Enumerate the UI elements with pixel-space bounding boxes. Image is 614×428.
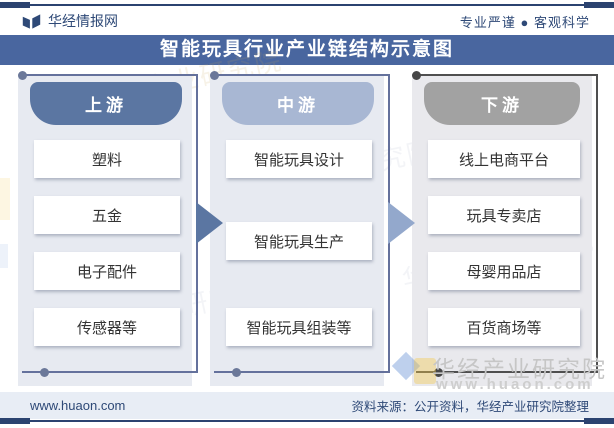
downstream-header: 下游 [424, 82, 580, 125]
bottom-rule-left-cap [0, 418, 30, 424]
page-title: 智能玩具行业产业链结构示意图 [0, 35, 614, 65]
upstream-item: 塑料 [34, 140, 180, 178]
brand: 华经情报网 [22, 11, 118, 31]
bottom-rule [0, 420, 614, 422]
downstream-frame-bottom-dot [434, 368, 443, 377]
downstream-item: 母婴用品店 [428, 252, 580, 290]
huaon-logo-icon [22, 13, 41, 30]
upstream-header: 上游 [30, 82, 182, 125]
midstream-column: 中游 智能玩具设计 智能玩具生产 智能玩具组装等 [210, 71, 390, 386]
top-rule [0, 4, 614, 6]
midstream-header: 中游 [222, 82, 374, 125]
top-rule-left-cap [0, 2, 30, 8]
upstream-item: 电子配件 [34, 252, 180, 290]
watermark-site: www.huaon.com [436, 376, 594, 393]
brand-slogan: 专业严谨 ● 客观科学 [459, 14, 590, 30]
downstream-item: 线上电商平台 [428, 140, 580, 178]
watermark-name: 华经产业研究院 [432, 356, 607, 382]
downstream-frame [416, 74, 598, 373]
upstream-column: 上游 塑料 五金 电子配件 传感器等 [18, 71, 198, 386]
midstream-to-downstream-arrow-icon [388, 202, 415, 244]
watermark-logo-blue-shape [0, 244, 8, 268]
upstream-item: 传感器等 [34, 308, 180, 346]
watermark-logo-yellow-shape [414, 358, 436, 384]
midstream-item: 智能玩具设计 [226, 140, 372, 178]
midstream-item: 智能玩具生产 [226, 222, 372, 260]
midstream-frame-top-dot [210, 71, 219, 80]
brand-name: 华经情报网 [48, 13, 118, 29]
upstream-frame-bottom-dot [40, 368, 49, 377]
downstream-item: 百货商场等 [428, 308, 580, 346]
upstream-item: 五金 [34, 196, 180, 234]
downstream-frame-top-dot [412, 71, 421, 80]
watermark-logo-yellow-shape [0, 178, 10, 220]
footer-website: www.huaon.com [30, 398, 126, 413]
midstream-item: 智能玩具组装等 [226, 308, 372, 346]
midstream-frame-bottom-dot [232, 368, 241, 377]
footer-bar: www.huaon.com 资料来源：公开资料，华经产业研究院整理 [0, 392, 614, 419]
brand-bar: 华经情报网 专业严谨 ● 客观科学 [22, 8, 590, 34]
bottom-rule-right-cap [584, 418, 614, 424]
top-rule-right-cap [584, 2, 614, 8]
downstream-column: 下游 线上电商平台 玩具专卖店 母婴用品店 百货商场等 [412, 71, 598, 386]
upstream-frame-top-dot [18, 71, 27, 80]
footer-source-note: 资料来源：公开资料，华经产业研究院整理 [351, 400, 589, 414]
downstream-item: 玩具专卖店 [428, 196, 580, 234]
